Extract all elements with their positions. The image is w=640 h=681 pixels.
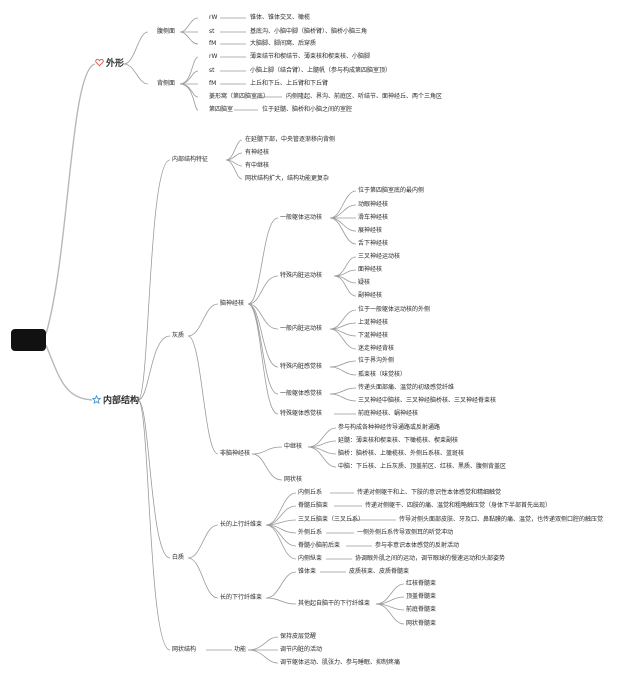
star-icon xyxy=(92,395,101,404)
branch-label: 内部结构 xyxy=(103,396,140,406)
node-tract-name: 外侧丘系 xyxy=(298,529,323,536)
node-text: 脑桥：脑桥核、上橄榄核、外侧丘系核、蓝斑核 xyxy=(338,450,465,457)
node-text: 基底沟、小脑中脚（脑桥臂）、脑桥小脑三角 xyxy=(250,28,368,35)
heart-icon xyxy=(95,58,104,67)
branch-internal-structure: 内部结构 xyxy=(92,395,139,407)
node-text: 红核脊髓束 xyxy=(406,580,437,587)
node-ascending-tracts: 长的上行纤维束 xyxy=(220,521,263,528)
node-function: 功能 xyxy=(234,646,247,653)
node-text: 协调眼外肌之间的运动，调节眼球的慢速运动和头部姿势 xyxy=(355,555,506,562)
node-text: 孤束核（味觉核） xyxy=(358,371,407,378)
node-text: 位于界沟外侧 xyxy=(358,357,395,364)
node-text: 锥体、锥体交叉、橄榄 xyxy=(250,14,311,21)
node-text: 三叉神经运动核 xyxy=(358,253,401,260)
node-descending-tracts: 长的下行纤维束 xyxy=(220,594,263,601)
node-text: 内侧隆起、界沟、前庭区、听结节、面神经丘、两个三角区 xyxy=(286,93,443,100)
node-noncranial-nuclei: 非脑神经核 xyxy=(220,450,251,457)
node-tract-name: 脊髓小脑前后束 xyxy=(298,542,341,549)
node-text: 位于第四脑室底的最内侧 xyxy=(358,187,425,194)
branch-external-form: 外形 xyxy=(95,58,124,70)
node-text: 有神经核 xyxy=(245,149,270,156)
node-tract-name: 内侧丘系 xyxy=(298,489,323,496)
node-reticular-nuclei: 网状核 xyxy=(284,476,303,483)
node-text: 大脑脚、脚间窝、后穿质 xyxy=(250,40,317,47)
node-text: 一侧外侧丘系传导双侧耳的听觉冲动 xyxy=(357,529,454,536)
node-text: 参与构成各种神经传导通路或反射通路 xyxy=(338,424,441,431)
node-tag: 菱形窝（第四脑室底） xyxy=(209,93,270,100)
node-text: 传递头面部痛、温觉的初级感觉纤维 xyxy=(358,384,455,391)
node-text: 位于延髓、脑桥和小脑之间的室腔 xyxy=(262,106,353,113)
node-text: 展神经核 xyxy=(358,227,383,234)
node-group: 一般躯体感觉核 xyxy=(280,390,323,397)
node-tract-name: 内侧纵束 xyxy=(298,555,323,562)
node-reticular-formation: 网状结构 xyxy=(172,646,197,653)
node-text: 皮质核束、皮质脊髓束 xyxy=(349,568,410,575)
node-group: 一般内脏运动核 xyxy=(280,325,323,332)
node-cranial-nuclei: 脑神经核 xyxy=(220,300,245,307)
node-text: 舌下神经核 xyxy=(358,240,389,247)
node-text: 滑车神经核 xyxy=(358,214,389,221)
node-text: 网状脊髓束 xyxy=(406,620,437,627)
node-text: 上丘和下丘、上丘臂和下丘臂 xyxy=(250,80,329,87)
node-text: 位于一般躯体运动核的外侧 xyxy=(358,306,431,313)
node-text: 疑核 xyxy=(358,279,371,286)
node-tract-name: 三叉丘脑束（三叉丘系） xyxy=(298,516,365,523)
node-text: 上涎神经核 xyxy=(358,319,389,326)
node-text: 面神经核 xyxy=(358,266,383,273)
node-text: 迷走神经背核 xyxy=(358,345,395,352)
node-text: 中脑：下丘核、上丘灰质、顶盖前区、红核、黑质、腹侧背盖区 xyxy=(338,463,507,470)
node-text: 副神经核 xyxy=(358,292,383,299)
node-text: 前庭脊髓束 xyxy=(406,606,437,613)
node-tag: st xyxy=(209,28,215,35)
node-tag: st xyxy=(209,67,215,74)
node-text: 薄束结节和楔结节、薄束核和楔束核、小脑脚 xyxy=(250,53,371,60)
node-group: 一般躯体运动核 xyxy=(280,214,323,221)
node-tract-name: 锥体束 xyxy=(298,568,317,575)
node-tract-name: 脊髓丘脑束 xyxy=(298,502,329,509)
node-tag: rW xyxy=(209,14,218,21)
node-tag: fM xyxy=(209,40,217,47)
node-text: 下涎神经核 xyxy=(358,332,389,339)
node-white-matter: 白质 xyxy=(172,554,185,561)
node-text: 顶盖脊髓束 xyxy=(406,593,437,600)
node-group: 特殊内脏感觉核 xyxy=(280,363,323,370)
node-text: 前庭神经核、蜗神经核 xyxy=(358,410,419,417)
node-text: 动眼神经核 xyxy=(358,201,389,208)
node-group: 其他起自脑干的下行纤维束 xyxy=(298,600,371,607)
node-text: 延髓：薄束核和楔束核、下橄榄核、楔束副核 xyxy=(338,437,459,444)
node-tag: fM xyxy=(209,80,217,87)
node-features: 内部结构特征 xyxy=(172,156,209,163)
node-grey-matter: 灰质 xyxy=(172,332,185,339)
node-relay-nuclei: 中继核 xyxy=(284,443,303,450)
node-tag: rW xyxy=(209,53,218,60)
node-text: 网状结构扩大，结构功能更复杂 xyxy=(245,175,330,182)
node-group: 特殊内脏运动核 xyxy=(280,272,323,279)
node-text: 在延髓下部，中央管逐渐移向背侧 xyxy=(245,136,336,143)
node-dorsal: 背侧面 xyxy=(157,80,176,87)
node-text: 调节内脏的活动 xyxy=(280,646,323,653)
node-text: 保持皮层觉醒 xyxy=(280,633,317,640)
node-text: 调节躯体运动、肌张力、参与睡眠、抑制疼痛 xyxy=(280,659,401,666)
node-text: 传导对侧头面部皮肤、牙及口、鼻黏膜的痛、温觉，也传递双侧口腔的触压觉 xyxy=(399,516,604,523)
node-text: 有中继核 xyxy=(245,162,270,169)
node-ventral: 腹侧面 xyxy=(157,28,176,35)
node-group: 特殊躯体感觉核 xyxy=(280,410,323,417)
branch-label: 外形 xyxy=(106,59,125,69)
node-text: 传递对侧躯干和上、下肢的意识性本体感觉和精细触觉 xyxy=(357,489,502,496)
node-text: 小脑上脚（结合臂）、上髓帆（参与构成第四脑室顶） xyxy=(250,67,392,74)
node-text: 参与非意识本体感觉的反射活动 xyxy=(375,542,460,549)
node-text: 传递对侧躯干、四肢的痛、温觉和粗略触压觉（身体下半部首先出现） xyxy=(365,502,552,509)
root-node xyxy=(11,329,46,351)
node-tag: 第四脑室 xyxy=(209,106,234,113)
node-text: 三叉神经中脑核、三叉神经脑桥核、三叉神经脊束核 xyxy=(358,397,497,404)
